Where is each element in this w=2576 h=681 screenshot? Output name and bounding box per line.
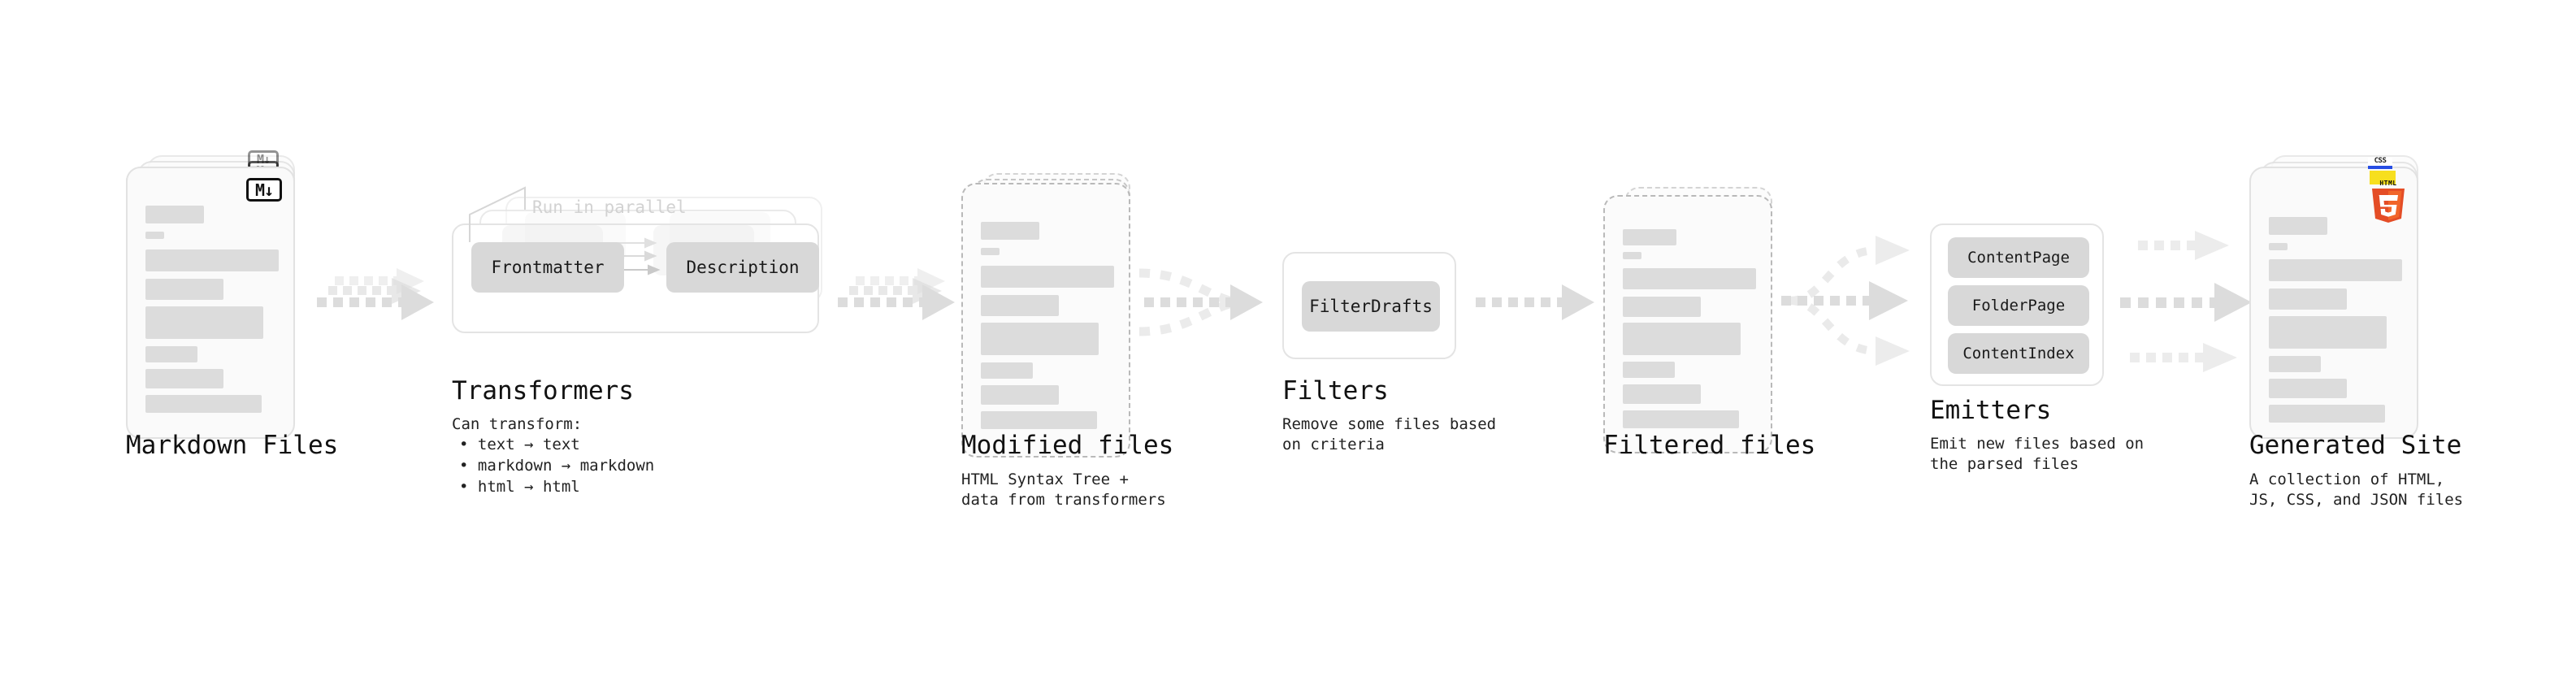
skeleton-bar — [981, 248, 1000, 255]
filters-subtitle: Remove some files based on criteria — [1282, 415, 1497, 453]
pill-description[interactable]: Description — [666, 242, 819, 293]
js-badge — [2370, 171, 2396, 184]
skeleton-bar — [145, 279, 223, 300]
skeleton-bar — [1623, 268, 1756, 289]
stage-title-emitters: Emitters — [1930, 396, 2052, 425]
skeleton-bar — [145, 249, 279, 271]
transformers-bullet-0: • text → text — [459, 436, 580, 453]
skeleton-bar — [145, 232, 164, 239]
skeleton-bar — [145, 206, 204, 223]
skeleton-bar — [1623, 384, 1701, 404]
skeleton-bar — [2269, 356, 2321, 372]
skeleton-bar — [1623, 252, 1641, 259]
stage-title-modified-files: Modified files — [961, 431, 1174, 460]
markdown-doc-body: M↓ — [126, 167, 295, 439]
arrow-filtered-to-emitters — [1781, 236, 1910, 366]
emitters-subtitle: Emit new files based on the parsed files — [1930, 435, 2144, 473]
skeleton-bar — [2269, 243, 2288, 250]
arrow-markdown-to-transformers — [317, 268, 434, 320]
pill-contentindex[interactable]: ContentIndex — [1948, 333, 2089, 374]
arrow-emitters-to-site — [2120, 231, 2252, 372]
markdown-badge-front: M↓ — [246, 178, 282, 202]
skeleton-bar — [2269, 316, 2387, 349]
skeleton-bar — [2269, 379, 2347, 398]
stage-title-filtered-files: Filtered files — [1603, 431, 1816, 460]
skeleton-bar — [2269, 259, 2402, 281]
skeleton-bar — [2269, 217, 2327, 235]
pill-filterdrafts[interactable]: FilterDrafts — [1302, 281, 1440, 332]
skeleton-bar — [981, 295, 1059, 316]
skeleton-bar — [145, 346, 197, 362]
stage-title-markdown-files: Markdown Files — [126, 431, 339, 460]
css-badge: CSS — [2368, 158, 2392, 169]
skeleton-bar — [1623, 410, 1739, 428]
skeleton-bar — [145, 306, 263, 339]
skeleton-bar — [1623, 229, 1676, 245]
skeleton-bar — [1623, 323, 1741, 355]
stage-title-generated-site: Generated Site — [2249, 431, 2462, 460]
skeleton-bar — [1623, 362, 1675, 378]
skeleton-bar — [145, 369, 223, 388]
run-in-parallel-note: Run in parallel — [532, 197, 687, 217]
skeleton-bar — [981, 411, 1097, 429]
skeleton-bar — [981, 222, 1039, 240]
arrow-transformers-to-modified — [838, 268, 955, 320]
skeleton-bar — [981, 362, 1033, 379]
arrow-filters-to-filtered — [1476, 284, 1594, 320]
skeleton-bar — [2269, 288, 2347, 310]
transformers-bullet-1: • markdown → markdown — [459, 457, 655, 475]
stage-title-transformers: Transformers — [452, 376, 634, 406]
skeleton-bar — [981, 323, 1099, 355]
pill-folderpage[interactable]: FolderPage — [1948, 285, 2089, 326]
skeleton-bar — [981, 385, 1059, 405]
arrow-modified-to-filters — [1138, 268, 1263, 336]
skeleton-bar — [981, 266, 1114, 288]
modified-files-subtitle: HTML Syntax Tree + data from transformer… — [961, 471, 1166, 509]
document-front — [2249, 167, 2418, 439]
css-badge-bar — [2368, 166, 2392, 169]
stage-title-filters: Filters — [1282, 376, 1389, 406]
skeleton-bar — [145, 395, 262, 413]
emitters-group: ContentPage FolderPage ContentIndex — [1930, 223, 2104, 386]
document-front — [1603, 195, 1772, 453]
skeleton-bar — [1623, 297, 1701, 317]
pill-contentpage[interactable]: ContentPage — [1948, 237, 2089, 278]
css-badge-label: CSS — [2374, 157, 2387, 165]
filters-group: FilterDrafts — [1282, 252, 1456, 359]
skeleton-bar — [2269, 405, 2385, 423]
transformers-bullet-2: • html → html — [459, 478, 580, 496]
generated-site-subtitle: A collection of HTML, JS, CSS, and JSON … — [2249, 471, 2464, 509]
transformers-subtitle: Can transform: — [452, 415, 583, 433]
document-front — [961, 183, 1130, 458]
pill-frontmatter[interactable]: Frontmatter — [471, 242, 624, 293]
